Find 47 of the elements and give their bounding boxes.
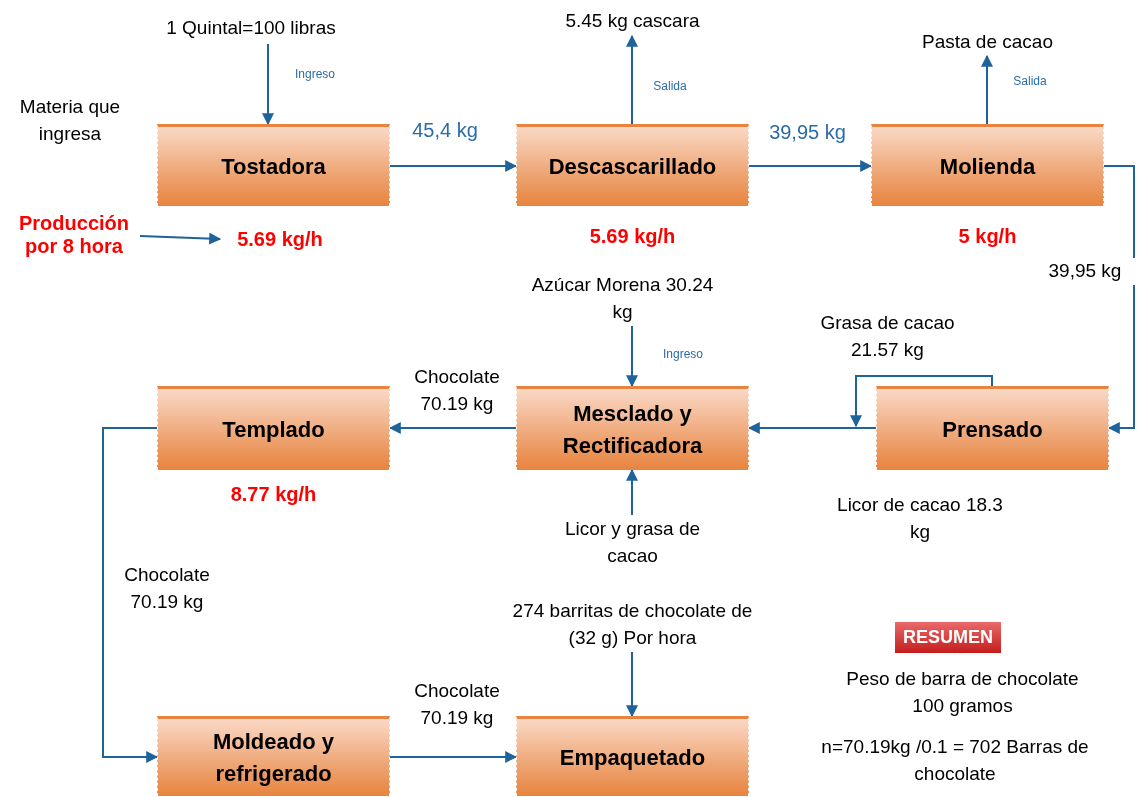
arrow <box>748 160 873 172</box>
arrow <box>1103 165 1135 434</box>
arrow <box>747 422 877 434</box>
arrow <box>388 422 517 434</box>
arrow <box>626 651 638 718</box>
flow-text: Pasta de cacao <box>922 29 1053 54</box>
arrow <box>626 325 638 388</box>
process-name: Mesclado y Rectificadora <box>561 399 704 460</box>
arrow <box>389 751 518 763</box>
process-name: Molienda <box>939 152 1036 181</box>
process-name: Tostadora <box>221 152 326 181</box>
process-name: Templado <box>222 415 325 444</box>
arrow <box>102 427 159 763</box>
rate-label: 5.69 kg/h <box>588 224 677 249</box>
process-box <box>157 716 390 796</box>
arrow <box>626 468 638 516</box>
arrow <box>626 34 638 125</box>
note-text: Licor de cacao 18.3 kg <box>836 493 1004 544</box>
flow-text: Azúcar Morena 30.24 kg <box>530 273 715 324</box>
process-box <box>157 386 390 470</box>
arrow <box>981 54 993 125</box>
note-text: Materia que ingresa <box>18 95 122 146</box>
production-note: 5.69 kg/h <box>237 227 323 251</box>
process-box <box>516 386 749 470</box>
process-name: Moldeado y refrigerado <box>212 727 335 788</box>
note-text: Peso de barra de chocolate 100 gramos <box>845 667 1080 718</box>
arrow <box>139 232 222 245</box>
arrow <box>850 375 993 428</box>
flow-text: 1 Quintal=100 libras <box>166 15 336 40</box>
process-box <box>516 124 749 206</box>
process-name: Descascarillado <box>548 152 717 181</box>
process-box <box>516 716 749 796</box>
process-box <box>871 124 1104 206</box>
arrow <box>389 160 518 172</box>
rate-label: 8.77 kg/h <box>229 482 318 507</box>
process-box <box>876 386 1109 470</box>
process-name: Prensado <box>942 415 1043 444</box>
summary-badge: RESUMEN <box>895 622 1001 654</box>
note-text: n=70.19kg /0.1 = 702 Barras de chocolate <box>820 735 1090 786</box>
flow-text: 5.45 kg cascara <box>565 8 700 33</box>
process-box <box>157 124 390 206</box>
flow-text: Licor y grasa de cacao <box>563 517 702 568</box>
arrow <box>262 43 274 126</box>
process-name: Empaquetado <box>559 743 706 772</box>
production-note: Producción por 8 hora <box>18 212 130 258</box>
rate-label: 5 kg/h <box>957 224 1018 249</box>
flow-text: 274 barritas de chocolate de (32 g) Por hora <box>511 599 754 650</box>
